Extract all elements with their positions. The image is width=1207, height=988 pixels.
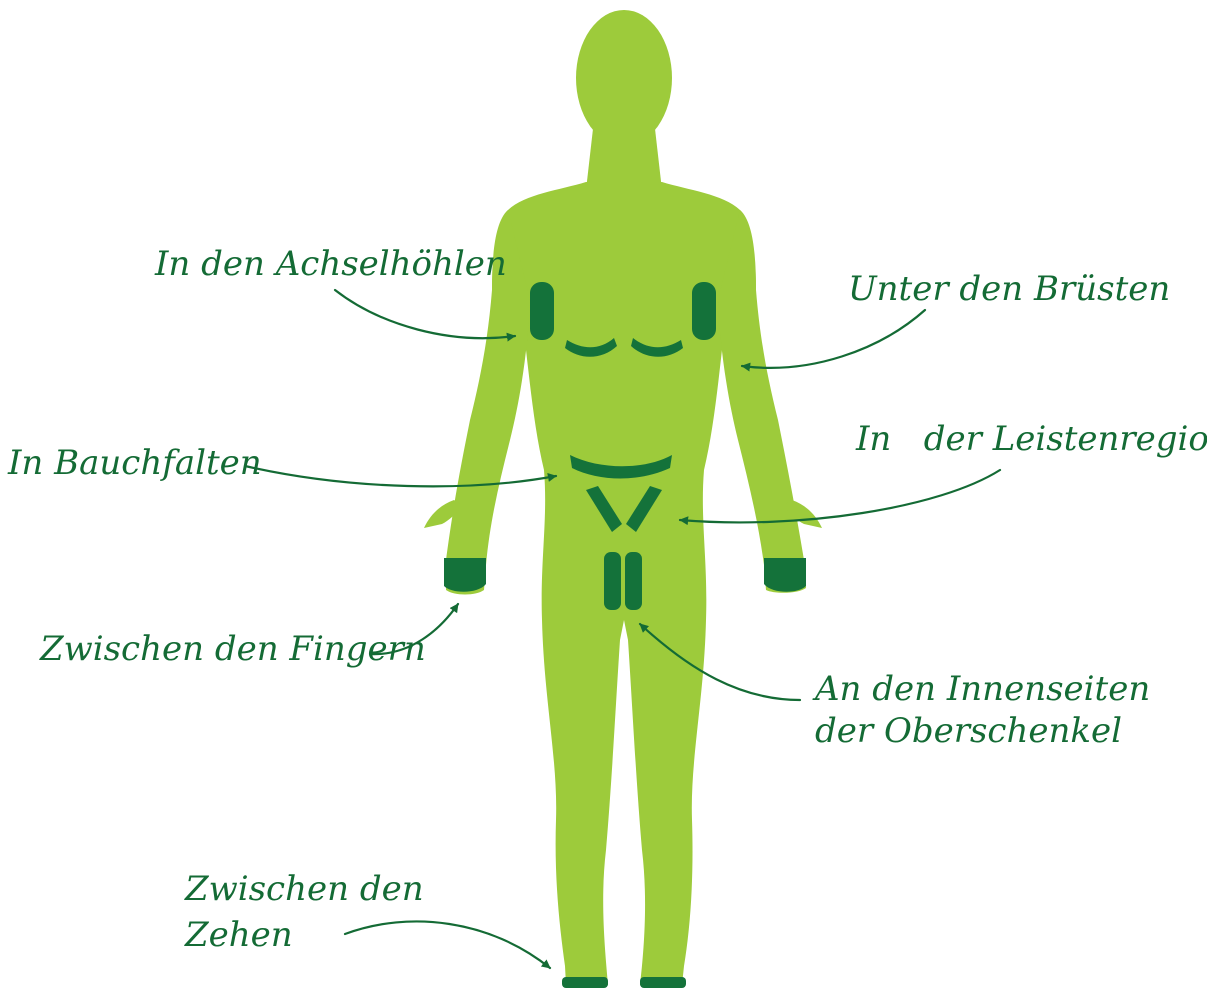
toes-right-spot (640, 977, 686, 988)
thigh-left-spot (604, 552, 621, 610)
arrow-breasts (742, 310, 925, 368)
label-toes-line2: Zehen (184, 915, 293, 955)
label-armpits: In den Achselhöhlen (154, 244, 507, 284)
thigh-right-spot (625, 552, 642, 610)
fingers-right-spot (764, 558, 806, 592)
body-silhouette (424, 10, 822, 985)
toes-left-spot (562, 977, 608, 988)
arrow-toes (345, 921, 550, 968)
arrow-belly (245, 466, 556, 486)
armpit-left-spot (530, 282, 554, 340)
label-thighs-line1: An den Innenseiten (812, 669, 1150, 709)
label-groin: In der Leistenregion (855, 419, 1207, 459)
label-fingers: Zwischen den Fingern (39, 629, 426, 669)
neck (586, 120, 662, 190)
label-thighs-line2: der Oberschenkel (815, 711, 1122, 751)
label-toes-line1: Zwischen den (184, 869, 424, 909)
label-belly-folds: In Bauchfalten (7, 443, 262, 483)
armpit-right-spot (692, 282, 716, 340)
label-breasts: Unter den Brüsten (848, 269, 1170, 309)
fingers-left-spot (444, 558, 486, 592)
arrow-groin (680, 470, 1000, 522)
